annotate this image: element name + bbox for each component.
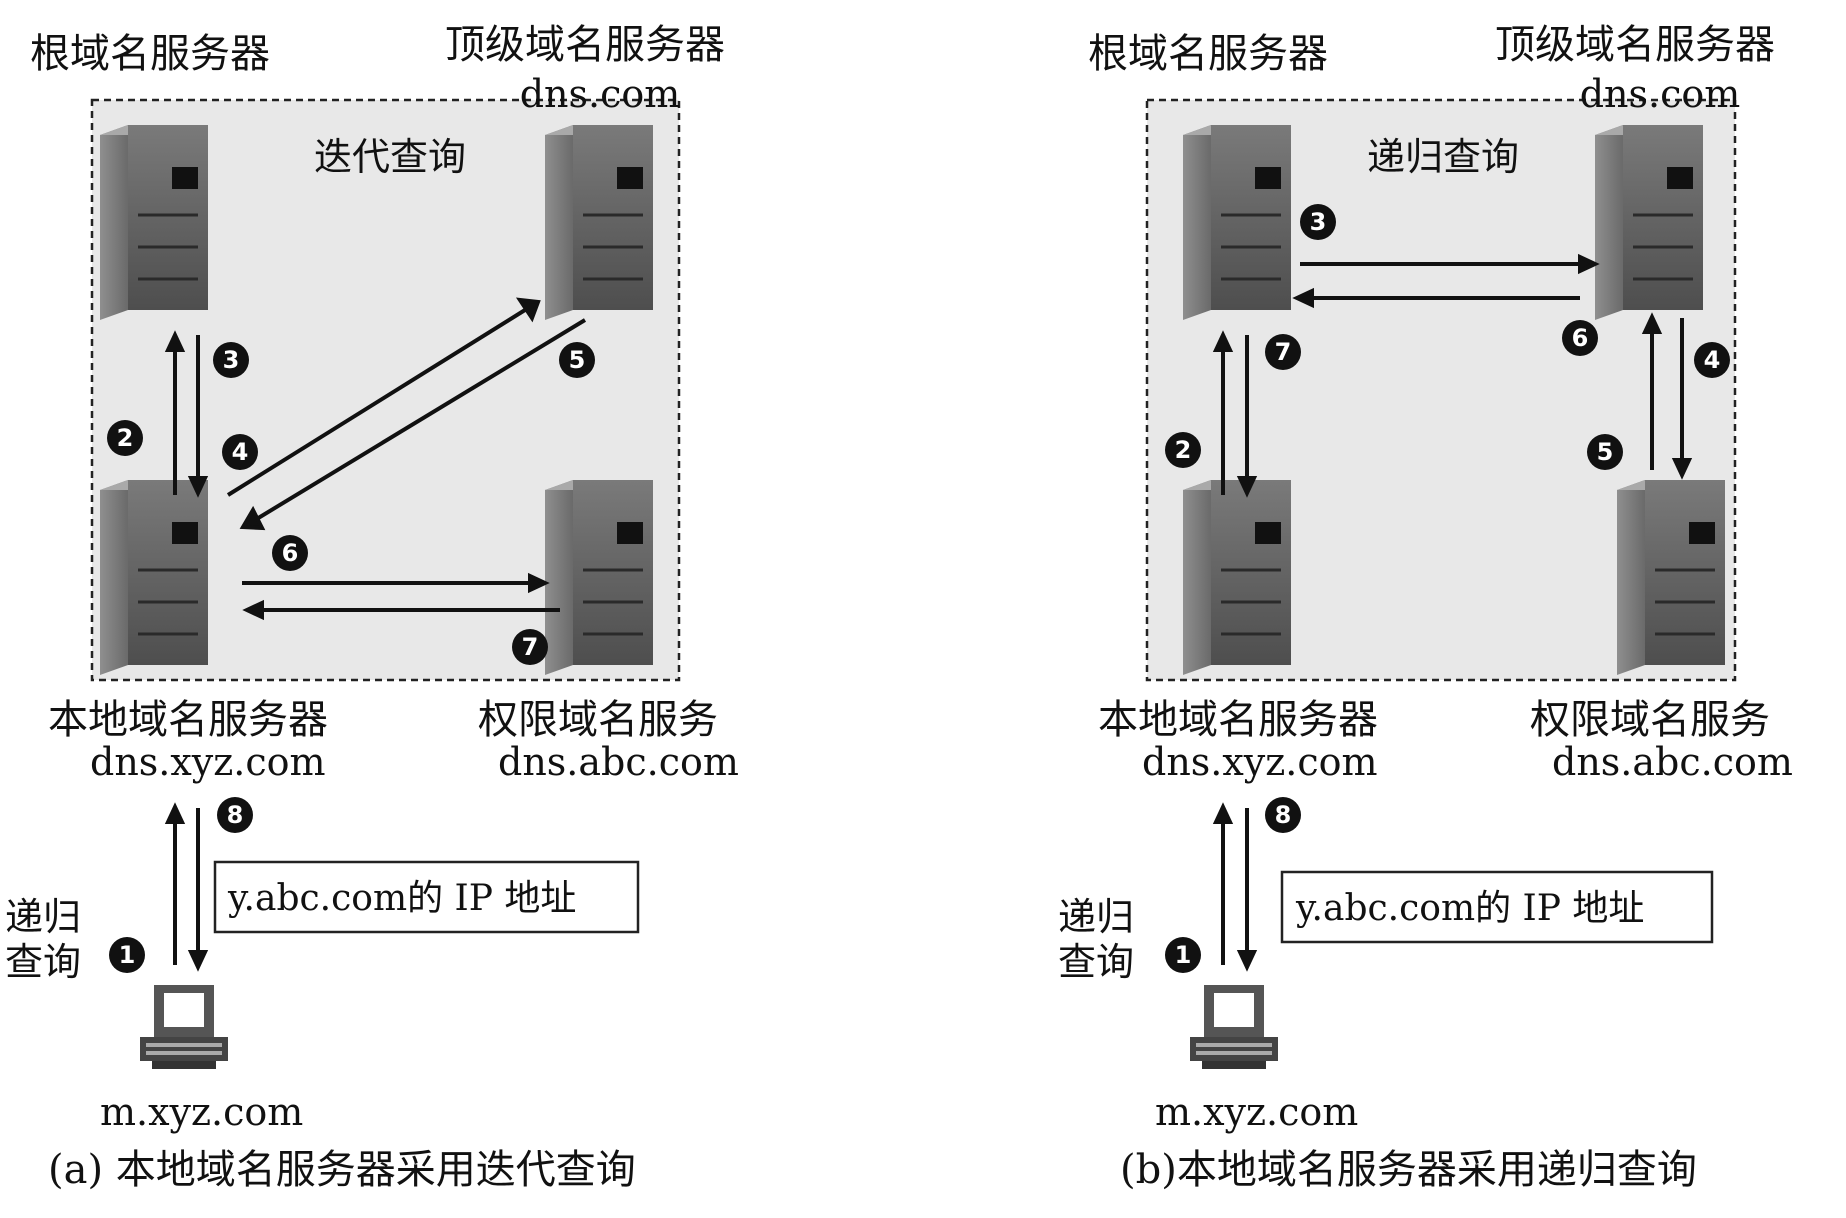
client-computer-icon: [140, 985, 228, 1069]
step-badge-8: 8: [217, 797, 253, 833]
svg-text:8: 8: [227, 801, 244, 829]
root-server-icon: [100, 125, 208, 320]
step-badge-1: 1: [109, 937, 145, 973]
auth-server-icon: [1617, 480, 1725, 675]
client-query-label-line1: 递归: [5, 895, 81, 939]
auth-server-label: 权限域名服务: [1530, 697, 1770, 743]
step-badge-1: 1: [1165, 937, 1201, 973]
auth-server-label: 权限域名服务: [478, 697, 718, 743]
client-query-label-line2: 查询: [1058, 940, 1134, 984]
result-box-text: y.abc.com的 IP 地址: [1295, 888, 1644, 929]
step-badge-2: 2: [107, 420, 143, 456]
step-badge-4: 4: [222, 434, 258, 470]
auth-domain-label: dns.abc.com: [498, 740, 739, 784]
svg-text:7: 7: [1275, 338, 1292, 366]
tld-server-icon: [545, 125, 653, 320]
step-badge-5: 5: [559, 342, 595, 378]
tld-domain-label: dns.com: [1580, 72, 1741, 116]
step-badge-7: 7: [1265, 334, 1301, 370]
step-badge-5: 5: [1587, 434, 1623, 470]
client-host-label: m.xyz.com: [100, 1090, 303, 1134]
auth-server-icon: [545, 480, 653, 675]
local-server-icon: [100, 480, 208, 675]
tld-server-label: 顶级域名服务器: [1495, 22, 1775, 68]
step-badge-6: 6: [272, 535, 308, 571]
step-badge-6: 6: [1562, 320, 1598, 356]
svg-text:6: 6: [1572, 324, 1589, 352]
svg-text:1: 1: [1175, 941, 1192, 969]
svg-text:5: 5: [1597, 438, 1614, 466]
root-server-label: 根域名服务器: [30, 31, 270, 77]
svg-text:6: 6: [282, 539, 299, 567]
tld-server-icon: [1595, 125, 1703, 320]
svg-text:2: 2: [1175, 436, 1192, 464]
step-badge-3: 3: [213, 342, 249, 378]
query-mode-label: 递归查询: [1367, 135, 1519, 179]
step-badge-2: 2: [1165, 432, 1201, 468]
step-badge-4: 4: [1694, 342, 1730, 378]
root-server-label: 根域名服务器: [1088, 31, 1328, 77]
step-badge-7: 7: [512, 629, 548, 665]
svg-text:1: 1: [119, 941, 136, 969]
panel-caption: (a) 本地域名服务器采用迭代查询: [48, 1147, 636, 1193]
svg-text:4: 4: [1704, 346, 1721, 374]
panel-caption: (b)本地域名服务器采用递归查询: [1120, 1147, 1697, 1193]
panel-recursive: 递归查询 根域名服务器 顶级域名服务器 dns.com 3 6: [1058, 22, 1793, 1193]
svg-text:2: 2: [117, 424, 134, 452]
step-badge-8: 8: [1265, 797, 1301, 833]
svg-text:5: 5: [569, 346, 586, 374]
root-server-icon: [1183, 125, 1291, 320]
client-query-label-line2: 查询: [5, 940, 81, 984]
local-domain-label: dns.xyz.com: [1142, 740, 1378, 784]
local-server-icon: [1183, 480, 1291, 675]
tld-server-label: 顶级域名服务器: [445, 22, 725, 68]
auth-domain-label: dns.abc.com: [1552, 740, 1793, 784]
local-server-label: 本地域名服务器: [1098, 697, 1378, 743]
client-computer-icon: [1190, 985, 1278, 1069]
svg-text:3: 3: [223, 346, 240, 374]
result-box-text: y.abc.com的 IP 地址: [227, 878, 576, 919]
svg-text:7: 7: [522, 633, 539, 661]
tld-domain-label: dns.com: [520, 72, 681, 116]
local-domain-label: dns.xyz.com: [90, 740, 326, 784]
client-query-label-line1: 递归: [1058, 895, 1134, 939]
svg-text:4: 4: [232, 438, 249, 466]
query-mode-label: 迭代查询: [314, 135, 466, 179]
svg-text:3: 3: [1310, 208, 1327, 236]
panel-iterative: 迭代查询 根域名服务器 顶级域名服务器 dns.com: [5, 22, 739, 1193]
svg-text:8: 8: [1275, 801, 1292, 829]
step-badge-3: 3: [1300, 204, 1336, 240]
local-server-label: 本地域名服务器: [48, 697, 328, 743]
client-host-label: m.xyz.com: [1155, 1090, 1358, 1134]
